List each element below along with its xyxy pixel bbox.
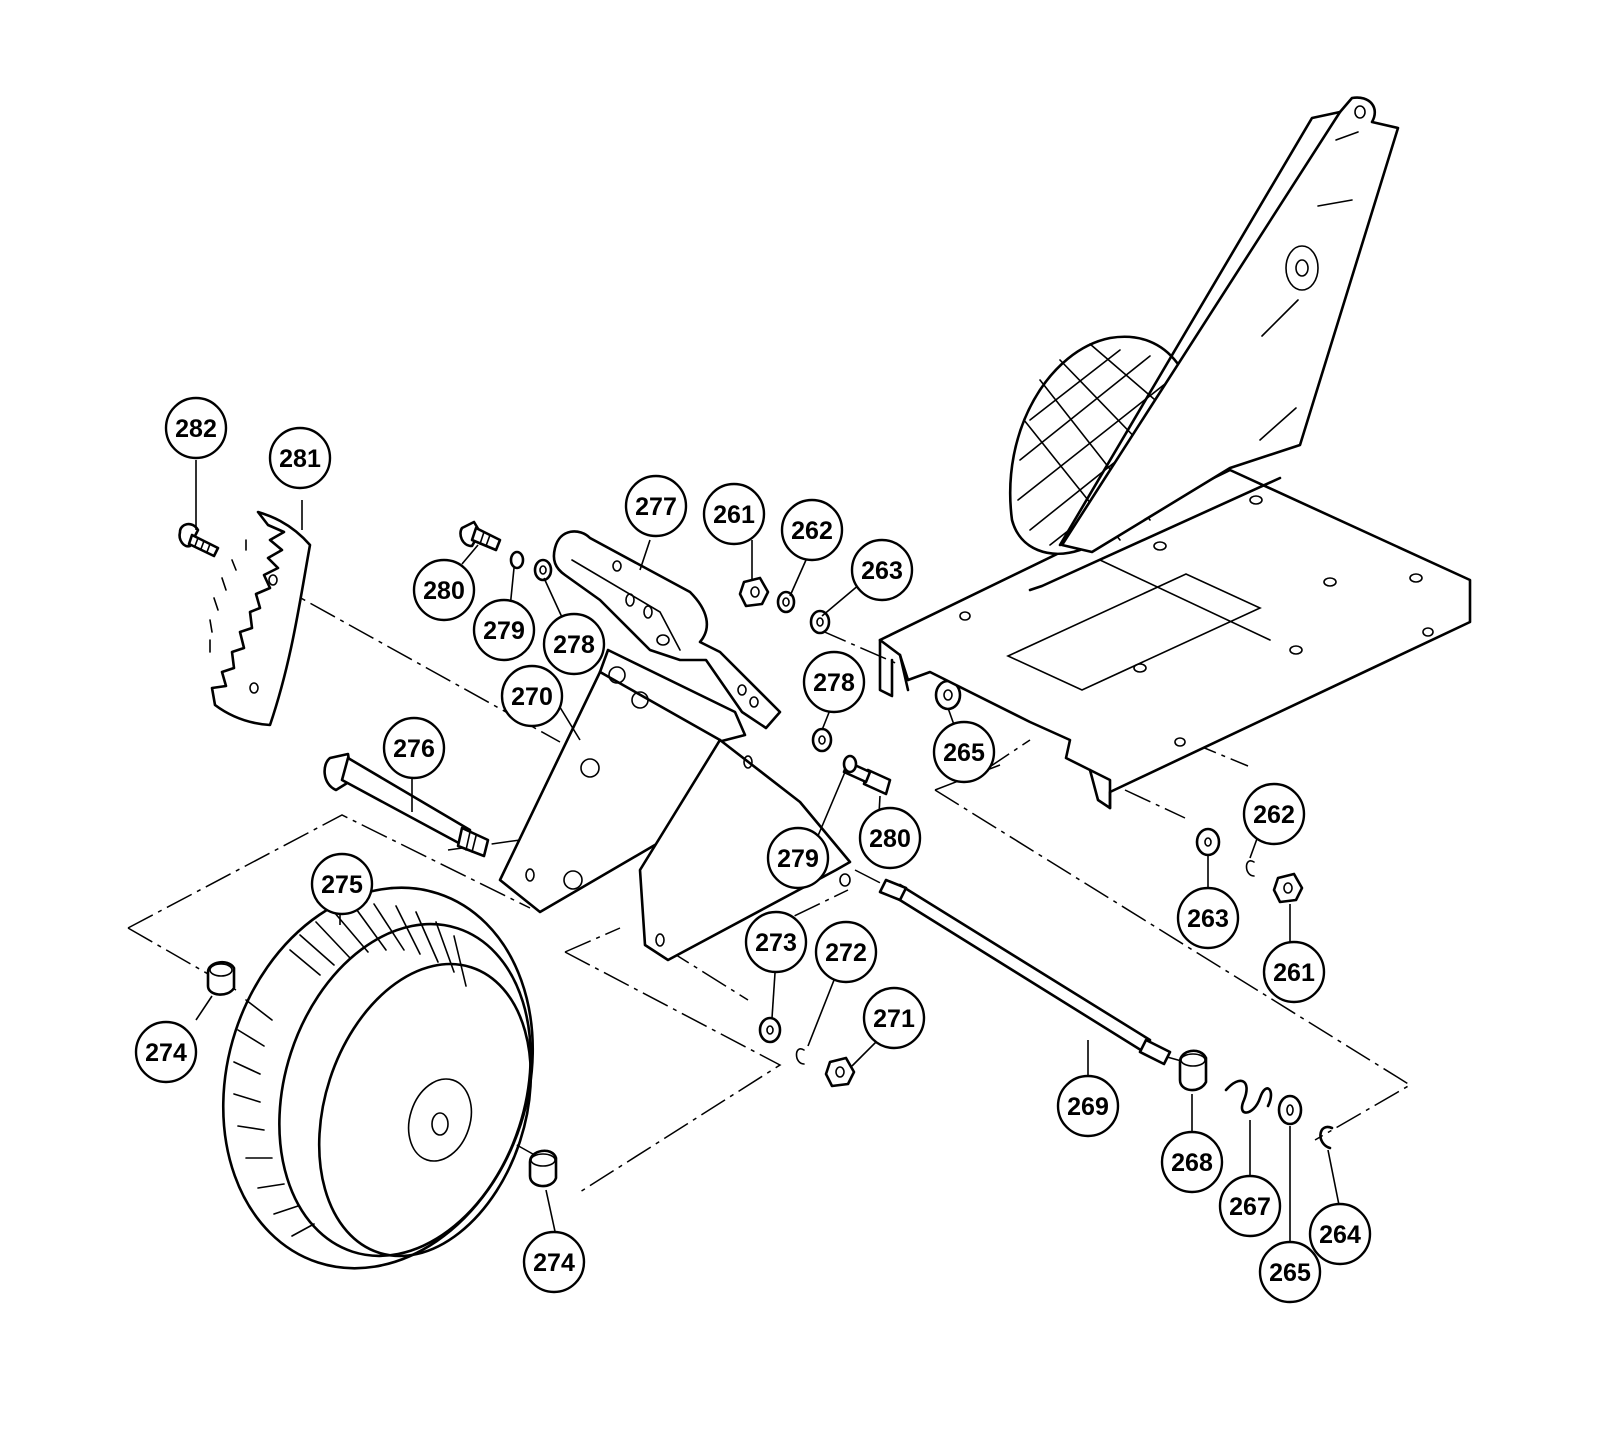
callout-269: 269 [1056,1074,1120,1138]
callout-label: 280 [423,577,465,605]
axle-hardware [1178,1049,1334,1150]
callout-label: 261 [713,501,755,529]
bolt-276 [323,752,490,858]
callout-277: 277 [624,474,688,538]
callout-278-upper: 278 [542,612,606,676]
callout-label: 278 [553,631,595,659]
callout-263-lower: 263 [1176,886,1240,950]
callout-275: 275 [310,852,374,916]
callout-270: 270 [500,664,564,728]
callout-label: 275 [321,871,363,899]
callout-label: 267 [1229,1193,1271,1221]
callout-label: 277 [635,493,677,521]
callout-262-lower: 262 [1242,782,1306,846]
callout-280-lower: 280 [858,806,922,870]
gear-sector-281 [209,510,312,727]
callout-label: 263 [861,557,903,585]
callout-label: 279 [483,617,525,645]
callout-264: 264 [1308,1202,1372,1266]
wheel-275 [221,886,535,1270]
callout-label: 280 [869,825,911,853]
callout-265-upper: 265 [932,720,996,784]
callout-label: 279 [777,845,819,873]
callout-262-upper: 262 [780,498,844,562]
callout-label: 262 [1253,801,1295,829]
callout-label: 263 [1187,905,1229,933]
callout-280-upper: 280 [412,558,476,622]
callout-label: 274 [533,1249,575,1277]
callout-label: 271 [873,1005,915,1033]
callout-label: 268 [1171,1149,1213,1177]
callout-label: 278 [813,669,855,697]
callout-label: 265 [943,739,985,767]
callout-272: 272 [814,920,878,984]
callout-267: 267 [1218,1174,1282,1238]
callout-label: 282 [175,415,217,443]
callout-label: 265 [1269,1259,1311,1287]
callout-label: 281 [279,445,321,473]
callout-274-left: 274 [134,1020,198,1084]
callout-273: 273 [744,910,808,974]
callout-label: 264 [1319,1221,1361,1249]
callout-263-upper: 263 [850,538,914,602]
callout-label: 272 [825,939,867,967]
chassis-frame [878,468,1472,810]
axle-269 [878,878,1172,1066]
callout-282: 282 [164,396,228,460]
callout-274-right: 274 [522,1230,586,1294]
callout-279-lower: 279 [766,826,830,890]
callout-278-lower: 278 [802,650,866,714]
bushings-274 [206,960,558,1188]
callout-label: 273 [755,929,797,957]
callout-label: 262 [791,517,833,545]
handle-bracket [1058,96,1400,554]
callout-label: 261 [1273,959,1315,987]
callout-261-lower: 261 [1262,940,1326,1004]
side-plate-270 [498,648,852,962]
callout-label: 274 [145,1039,187,1067]
callout-label: 276 [393,735,435,763]
callout-271: 271 [862,986,926,1050]
callout-281: 281 [268,426,332,490]
callout-268: 268 [1160,1130,1224,1194]
callout-276: 276 [382,716,446,780]
callout-279-upper: 279 [472,598,536,662]
screw-282 [178,522,220,558]
bolt-280-upper [459,520,502,552]
callout-261-upper: 261 [702,482,766,546]
lever-bracket-277 [552,530,782,730]
small-hardware [509,550,1304,1088]
callout-label: 269 [1067,1093,1109,1121]
callout-label: 270 [511,683,553,711]
callout-265-lower: 265 [1258,1240,1322,1304]
